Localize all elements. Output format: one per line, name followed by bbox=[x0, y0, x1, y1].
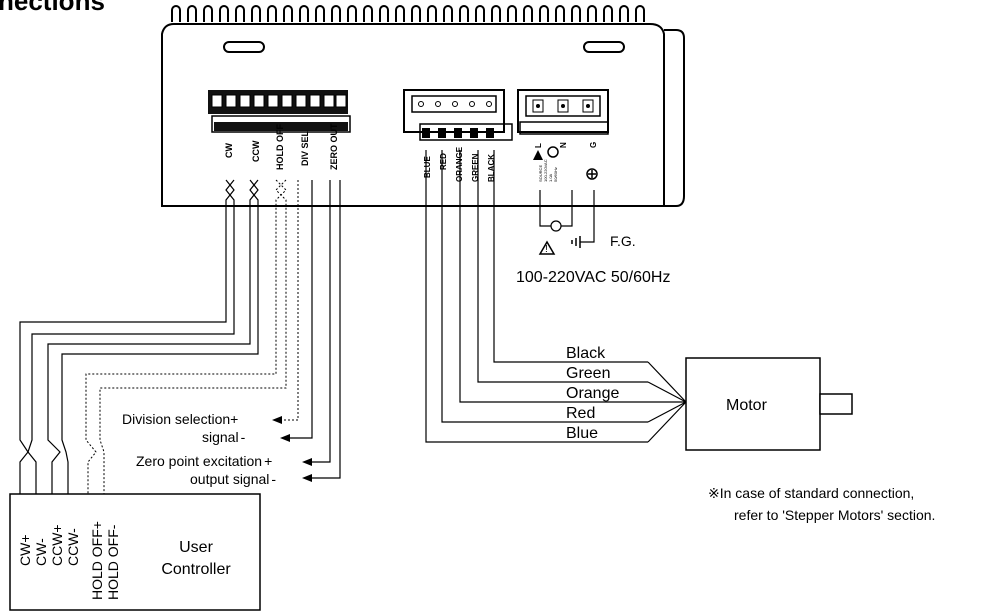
ac-source-icon bbox=[547, 146, 559, 158]
controller-terminal-hold-off-minus: HOLD OFF- bbox=[105, 524, 121, 600]
signal-label-zero-output: output signal- bbox=[190, 471, 276, 487]
controller-terminal-ccw-minus: CCW- bbox=[65, 528, 81, 566]
ground-symbol bbox=[571, 236, 581, 248]
terminal-label-g: G bbox=[589, 142, 598, 148]
ground-terminal-icon bbox=[586, 168, 598, 180]
controller-label-line2: Controller bbox=[161, 561, 231, 578]
signal-label-zero: Zero point excitation+ bbox=[136, 453, 272, 469]
motor-wire-label-orange: Orange bbox=[566, 385, 619, 402]
controller-terminal-cw-plus: CW+ bbox=[17, 535, 33, 567]
control-wiring bbox=[19, 179, 341, 494]
mount-slot-right bbox=[583, 41, 625, 53]
ac-source-symbol bbox=[550, 220, 562, 232]
signal-label-division: Division selection+ bbox=[122, 411, 238, 427]
heat-sink-fins bbox=[171, 5, 645, 22]
motor: Motor bbox=[685, 357, 853, 451]
arrow-division-minus bbox=[280, 434, 290, 442]
ground-terminal-cross bbox=[588, 170, 596, 178]
terminal-label-ccw: CCW bbox=[251, 140, 261, 162]
motor-label: Motor bbox=[726, 397, 768, 414]
controller-label-line1: User bbox=[179, 539, 213, 556]
terminal-label-green: GREEN bbox=[471, 153, 480, 182]
terminal-label-l: L bbox=[534, 143, 543, 148]
power-rating-source: SOURCE bbox=[538, 165, 543, 182]
terminal-label-cw: CW bbox=[224, 143, 234, 158]
power-rating-frequency: 50/60Hz bbox=[553, 167, 558, 182]
power-connector bbox=[517, 89, 609, 135]
motor-shaft bbox=[819, 393, 853, 415]
mount-slot-left bbox=[223, 41, 265, 53]
arrow-division-plus bbox=[272, 416, 282, 424]
warning-triangle-icon bbox=[538, 240, 556, 255]
motor-wiring bbox=[425, 150, 687, 443]
terminal-label-black: BLACK bbox=[487, 154, 496, 182]
warning-mark: ! bbox=[545, 244, 548, 255]
note-line1: ※In case of standard connection, bbox=[708, 485, 914, 501]
motor-wire-label-blue: Blue bbox=[566, 425, 598, 442]
motor-wire-label-red: Red bbox=[566, 405, 595, 422]
terminal-label-n: N bbox=[559, 142, 568, 148]
controller-terminal-ccw-plus: CCW+ bbox=[49, 524, 65, 566]
signal-label-division-signal: signal- bbox=[202, 429, 246, 445]
motor-wire-label-black: Black bbox=[566, 345, 606, 362]
power-rating-voltage: 100-220VAC bbox=[543, 159, 548, 182]
note-line2: refer to 'Stepper Motors' section. bbox=[734, 507, 935, 523]
terminal-label-blue: BLUE bbox=[423, 156, 432, 178]
controller-terminal-cw-minus: CW- bbox=[33, 538, 49, 566]
terminal-label-zero-out: ZERO OUT bbox=[329, 123, 339, 170]
motor-connector bbox=[403, 89, 513, 141]
arrow-zero-minus bbox=[302, 474, 312, 482]
user-controller: CW+ CW- CCW+ CCW- HOLD OFF+ HOLD OFF- Us… bbox=[9, 493, 261, 611]
terminal-label-red: RED bbox=[439, 153, 448, 170]
power-wiring: ! bbox=[538, 190, 595, 255]
arrow-zero-plus bbox=[302, 458, 312, 466]
supply-label: 100-220VAC 50/60Hz bbox=[516, 269, 670, 286]
fg-label: F.G. bbox=[610, 233, 636, 249]
section-title: nections bbox=[0, 0, 105, 16]
terminal-label-hold-off: HOLD OFF bbox=[275, 124, 285, 170]
motor-wire-label-green: Green bbox=[566, 365, 610, 382]
warning-icon bbox=[533, 150, 543, 160]
input-connector bbox=[208, 90, 351, 133]
terminal-label-div-sel: DIV SEL bbox=[300, 130, 310, 166]
power-rating-current: 1.0A bbox=[548, 173, 553, 182]
controller-terminal-hold-off-plus: HOLD OFF+ bbox=[89, 521, 105, 600]
driver-unit bbox=[161, 5, 685, 207]
